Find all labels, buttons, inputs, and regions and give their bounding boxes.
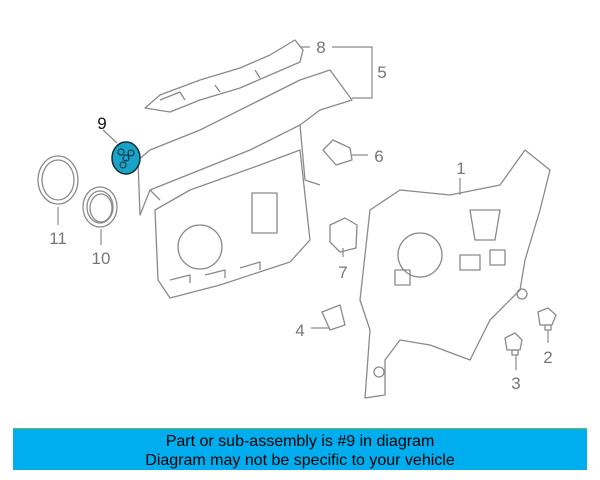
callout-10: 10 xyxy=(92,249,111,268)
callout-5: 5 xyxy=(377,63,386,82)
part-9-plug-highlighted[interactable] xyxy=(111,141,141,175)
part-7-clip[interactable] xyxy=(329,217,358,253)
inner-panel-stud xyxy=(516,288,528,300)
inner-panel-stud xyxy=(373,366,385,378)
callout-6: 6 xyxy=(374,147,383,166)
callout-8: 8 xyxy=(316,38,325,57)
leader-9 xyxy=(102,129,118,144)
part-5-cowl-panel[interactable] xyxy=(137,69,353,216)
dash-panel-tabs xyxy=(169,261,261,283)
banner-line-1: Part or sub-assembly is #9 in diagram xyxy=(165,433,435,450)
part-6-bracket[interactable] xyxy=(322,139,353,166)
dash-panel[interactable] xyxy=(154,149,311,299)
part-8-cowl-strip[interactable] xyxy=(144,39,304,113)
parts-diagram: 9 11 10 8 5 6 1 7 4 2 3 xyxy=(37,38,557,399)
callout-1: 1 xyxy=(456,159,465,178)
inner-panel-cutouts xyxy=(394,209,506,286)
inner-panel-hole xyxy=(397,232,443,278)
callout-2: 2 xyxy=(543,348,552,367)
callout-3: 3 xyxy=(511,374,520,393)
part-11-grommet[interactable] xyxy=(37,155,79,205)
part-3-fastener[interactable] xyxy=(504,332,523,356)
info-banner: Part or sub-assembly is #9 in diagram Di… xyxy=(13,428,587,470)
callout-4: 4 xyxy=(295,321,304,340)
callout-7: 7 xyxy=(338,263,347,282)
part-4-bracket[interactable] xyxy=(321,304,346,331)
banner-line-2: Diagram may not be specific to your vehi… xyxy=(145,452,455,469)
part-10-grommet[interactable] xyxy=(82,186,118,228)
dash-panel-hole xyxy=(177,224,223,270)
callout-9: 9 xyxy=(97,114,106,133)
dash-panel-cutout xyxy=(251,192,278,234)
leader-8-5 xyxy=(300,46,373,99)
part-1-inner-panel[interactable] xyxy=(359,149,551,399)
callout-11: 11 xyxy=(49,229,67,248)
part-2-fastener[interactable] xyxy=(537,307,557,331)
